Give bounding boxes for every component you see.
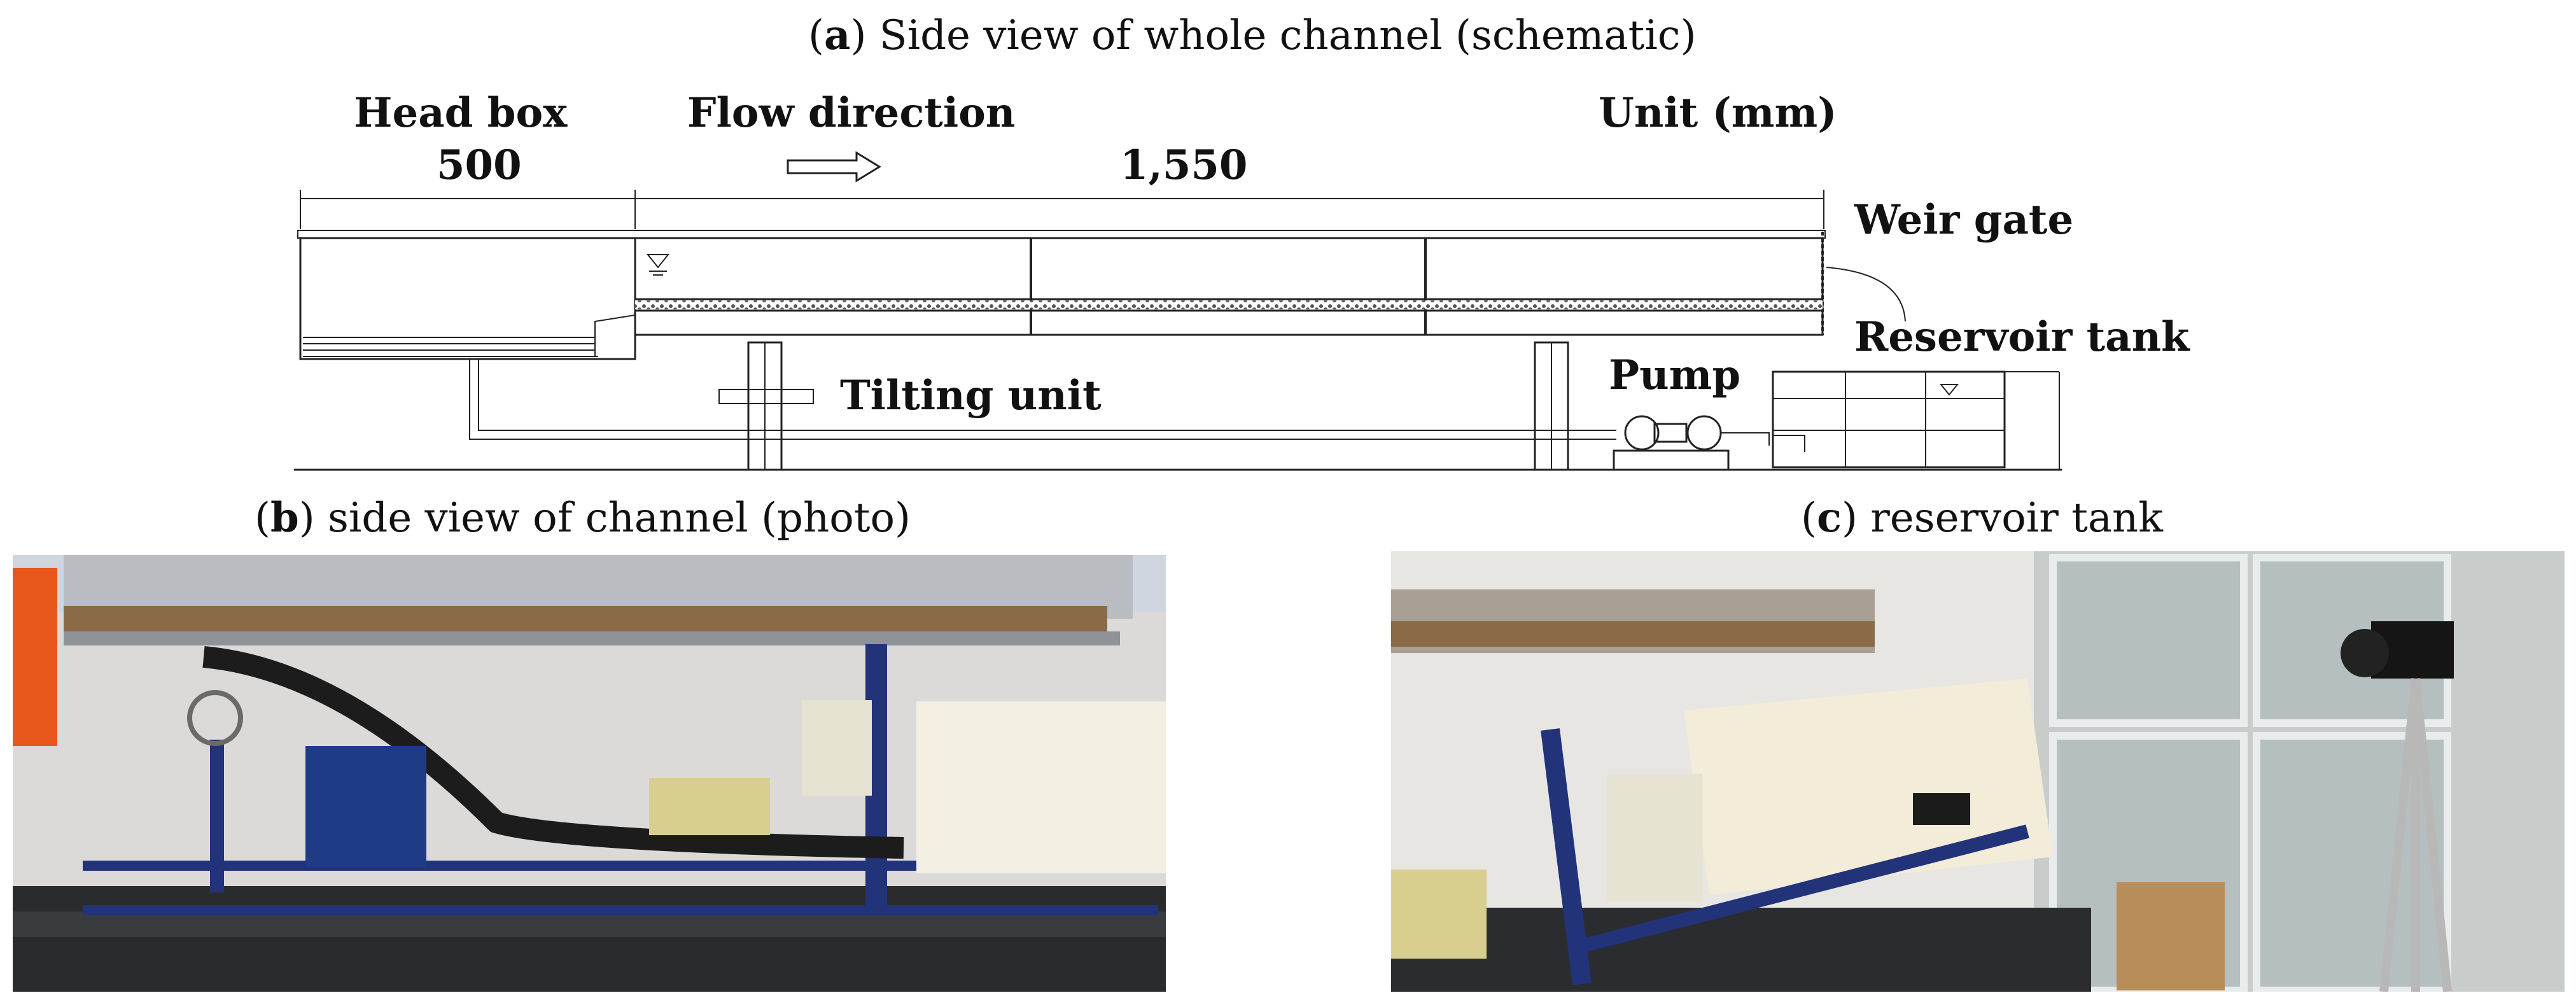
caption-b: (b) side view of channel (photo) (255, 494, 911, 542)
caption-b-text: side view of channel (photo) (314, 495, 911, 542)
label-flow-direction: Flow direction (687, 89, 1016, 137)
label-reservoir-tank: Reservoir tank (1854, 313, 2190, 361)
label-head-box-length: 500 (437, 141, 522, 189)
caption-a-text: Side view of whole channel (schematic) (866, 12, 1697, 59)
caption-c-text: reservoir tank (1857, 495, 2163, 542)
channel-side-photo (13, 555, 1166, 992)
schematic-diagram (294, 151, 2062, 471)
label-channel-length: 1,550 (1120, 141, 1248, 189)
reservoir-tank-photo (1391, 551, 2565, 992)
caption-a: (a) Side view of whole channel (schemati… (808, 11, 1697, 59)
label-pump: Pump (1609, 351, 1741, 399)
caption-c: (c) reservoir tank (1801, 494, 2163, 542)
label-head-box: Head box (354, 89, 568, 137)
caption-b-letter: b (270, 494, 299, 542)
label-unit: Unit (mm) (1599, 89, 1837, 137)
caption-c-letter: c (1816, 494, 1842, 542)
label-weir-gate: Weir gate (1854, 196, 2074, 244)
flow-arrow-icon (787, 151, 881, 183)
label-tilting-unit: Tilting unit (840, 372, 1102, 419)
caption-a-letter: a (823, 11, 851, 59)
